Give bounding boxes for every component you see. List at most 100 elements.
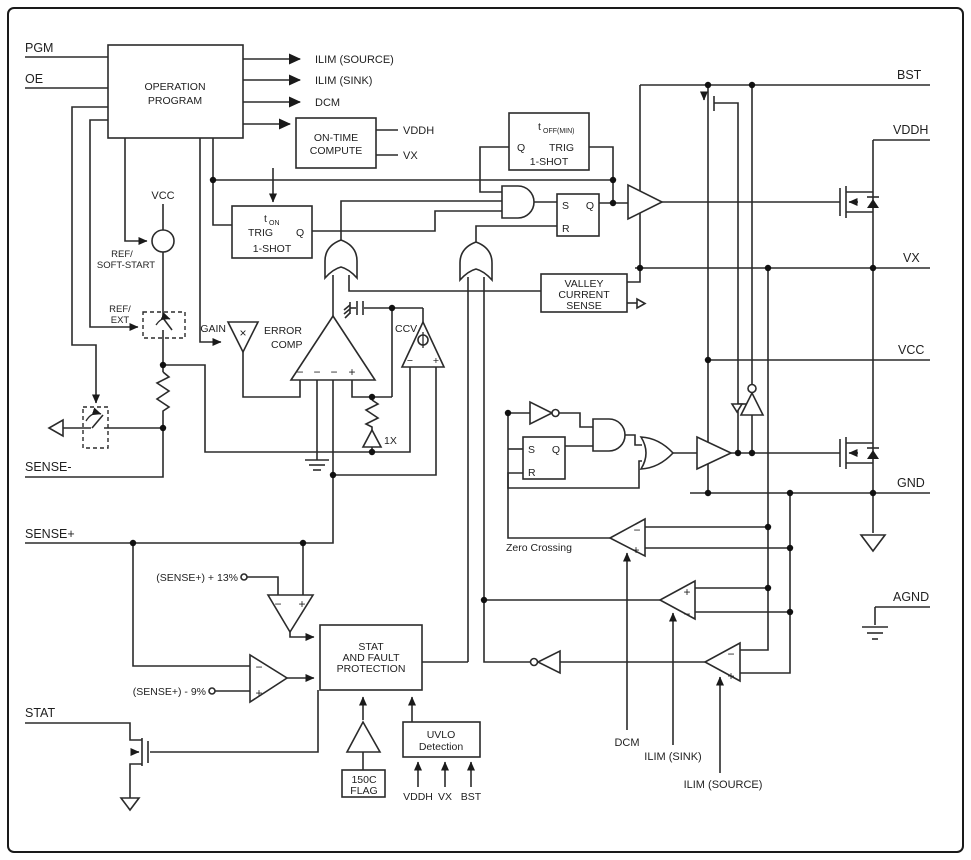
toff-label: 1-SHOT: [530, 156, 569, 168]
error-comp-icon: [289, 314, 377, 381]
op-line1: OPERATION: [144, 81, 205, 93]
uvp-minus: −: [255, 660, 262, 674]
label-ccv: CCV: [395, 323, 417, 335]
ref-ext-switch-box: [142, 311, 186, 339]
gain-times: ×: [239, 326, 246, 340]
pin-agnd: AGND: [893, 590, 929, 604]
label-ilim-sink-top: ILIM (SINK): [315, 75, 372, 87]
op-line2: PROGRAM: [148, 95, 202, 107]
zc-minus: −: [633, 523, 640, 537]
latch1-q: Q: [586, 200, 594, 212]
ton-q: Q: [296, 227, 304, 239]
ec-minus2: −: [313, 365, 320, 379]
pin-stat: STAT: [25, 706, 55, 720]
uvlo-detection-block: [402, 721, 481, 758]
or-gate-reset: [459, 241, 493, 283]
operation-program-block: [107, 44, 244, 139]
one-x-buffer-icon: [361, 428, 383, 448]
uvp-plus: +: [255, 686, 262, 700]
label-soft-start: SOFT-START: [97, 260, 155, 271]
uvp-comparator-icon: [249, 653, 289, 704]
uvlo-line2: Detection: [419, 741, 464, 753]
statblk-line2: AND FAULT: [343, 652, 401, 664]
soft-start-current-source-icon: [151, 229, 175, 253]
capacitor-icon: [343, 301, 364, 319]
on-time-compute-block: [295, 117, 377, 169]
vcs-line2: CURRENT: [558, 289, 610, 301]
pin-vddh: VDDH: [893, 123, 928, 137]
label-ilim-source-bottom: ILIM (SOURCE): [684, 779, 763, 791]
labels: PGM OE SENSE- SENSE+ STAT BST VDDH VX VC…: [25, 41, 929, 803]
source-plus: +: [727, 669, 734, 683]
ontime-line1: ON-TIME: [314, 132, 358, 144]
pin-vx: VX: [903, 251, 920, 265]
inverter-icon-2: [536, 649, 561, 675]
ovp-minus: −: [274, 597, 281, 611]
vcs-line3: SENSE: [566, 300, 602, 312]
agnd-ground-icon: [862, 626, 888, 640]
earth-ground-icon: [305, 459, 329, 471]
stat-gnd-triangle-icon: [119, 797, 141, 812]
latch2-q: Q: [552, 444, 560, 456]
flag-150c-block: [341, 769, 386, 798]
ccv-minus: −: [407, 355, 413, 367]
ovp-plus: +: [298, 597, 305, 611]
ref-output-arrow-icon: [47, 418, 64, 438]
small-arrow-icon: [730, 403, 744, 414]
ton-trig: TRIG: [248, 227, 273, 239]
pin-oe: OE: [25, 72, 43, 86]
toff-one-shot-block: [508, 112, 590, 171]
ton-sub: ON: [269, 220, 280, 227]
label-1x: 1X: [384, 435, 397, 447]
label-dcm-top: DCM: [315, 97, 340, 109]
pin-bst: BST: [897, 68, 922, 82]
label-dcm-bottom: DCM: [614, 737, 639, 749]
zc-plus: +: [632, 543, 639, 557]
comparators-and-amps: [47, 297, 741, 753]
flag-line1: 150C: [351, 774, 377, 786]
ref-switch-box: [82, 406, 109, 449]
ec-plus: +: [348, 365, 355, 379]
pin-gnd: GND: [897, 476, 925, 490]
and-gate-hs: [501, 185, 535, 219]
or-gate-pwm: [324, 239, 358, 281]
label-uvlo-vddh: VDDH: [403, 791, 433, 803]
label-sense-plus-13: (SENSE+) + 13%: [156, 572, 238, 584]
inverter-bubble-2: [529, 657, 539, 667]
junction-dots: [129, 81, 877, 616]
source-minus: −: [727, 647, 734, 661]
sense13-terminal-icon: [240, 573, 248, 581]
latch2-r: R: [528, 467, 536, 479]
label-ref1: REF/: [111, 249, 133, 260]
latch1-r: R: [562, 223, 570, 235]
or-gate-ls: [639, 436, 675, 470]
ton-label: 1-SHOT: [253, 243, 292, 255]
label-vcc-internal: VCC: [151, 190, 174, 202]
and-gate-ls: [592, 418, 626, 452]
sr-latch-2: [522, 436, 566, 480]
uvlo-line1: UVLO: [427, 729, 456, 741]
pin-sense-plus: SENSE+: [25, 527, 75, 541]
flag-buffer-icon: [345, 720, 382, 753]
ec-minus1: −: [296, 365, 303, 379]
label-sense-minus-9: (SENSE+) - 9%: [133, 686, 206, 698]
sink-minus: −: [683, 607, 690, 621]
hs-driver-icon: [627, 183, 664, 221]
sense9-terminal-icon: [208, 687, 216, 695]
statblk-line3: PROTECTION: [337, 663, 406, 675]
valley-signal-arrow-icon: [636, 297, 647, 310]
zero-crossing-comparator-icon: [608, 517, 646, 558]
stat-fault-protection-block: [319, 624, 423, 691]
vcs-line1: VALLEY: [565, 278, 604, 290]
label-ontime-vddh: VDDH: [403, 125, 434, 137]
label-error: ERROR: [264, 325, 302, 337]
toff-sub: OFF(MIN): [543, 128, 575, 135]
label-ilim-sink-bottom: ILIM (SINK): [644, 751, 701, 763]
bst-inverter-icon: [739, 391, 765, 416]
ovp-comparator-icon: [266, 594, 315, 634]
label-ext: EXT: [111, 315, 130, 326]
label-uvlo-bst: BST: [461, 791, 482, 803]
valley-current-sense-block: [540, 273, 628, 313]
gain-multiplier-icon: [226, 321, 260, 354]
label-comp: COMP: [271, 339, 303, 351]
